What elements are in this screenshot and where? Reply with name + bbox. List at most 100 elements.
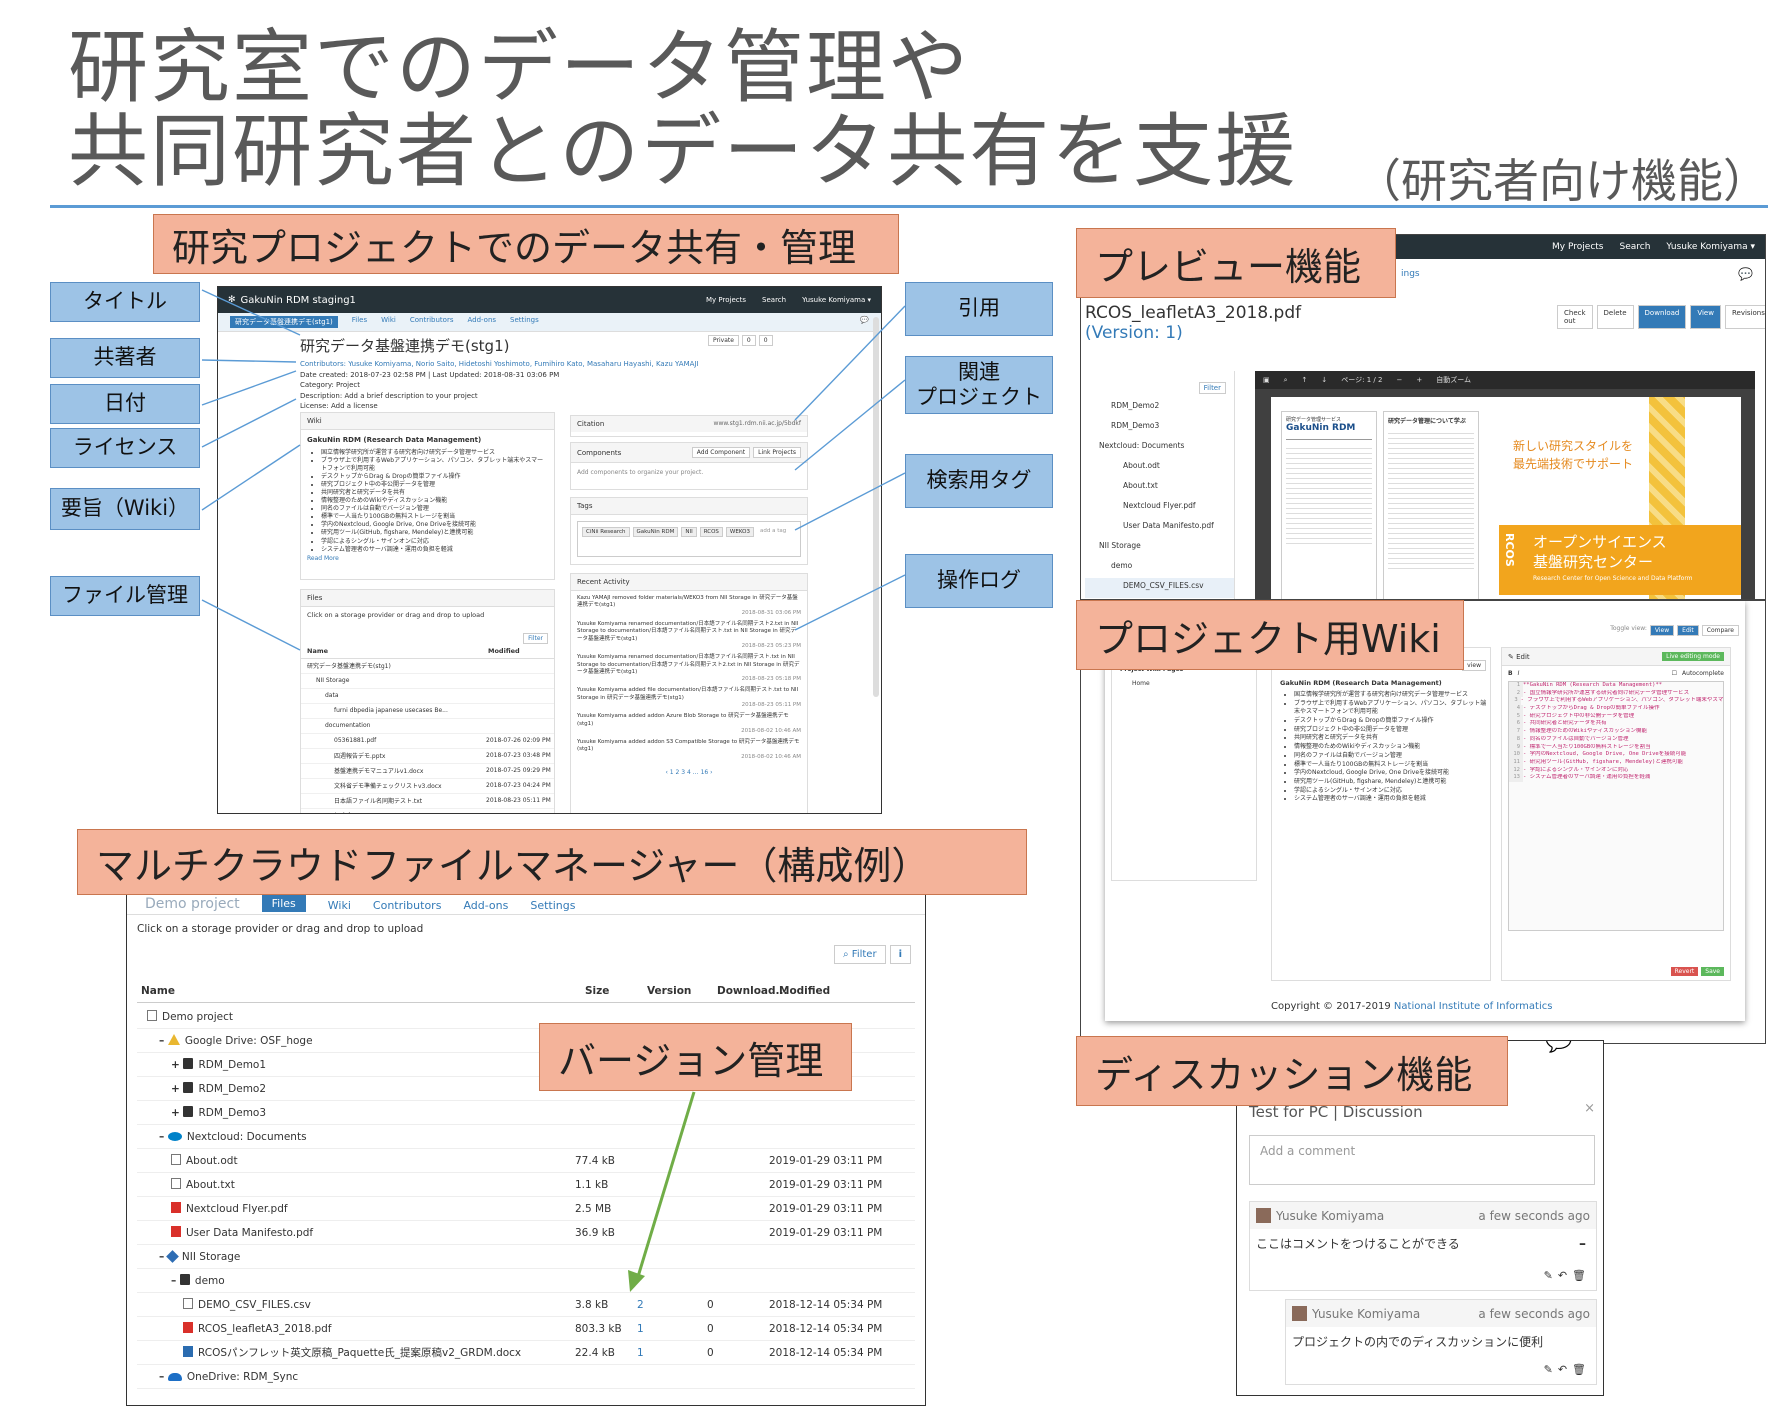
- zoom-in-icon[interactable]: +: [1416, 376, 1423, 384]
- add-component-button[interactable]: Add Component: [691, 447, 751, 458]
- preview-tree-item[interactable]: NII Storage: [1099, 541, 1141, 550]
- activity-pager[interactable]: ‹ 1 2 3 4 … 16 ›: [665, 768, 713, 776]
- mc-file-row[interactable]: – demo: [137, 1269, 915, 1293]
- pdf-prev-icon[interactable]: ↑: [1301, 376, 1308, 384]
- italic-icon[interactable]: I: [1517, 670, 1520, 677]
- files-row[interactable]: documentation: [301, 719, 554, 734]
- toggle-edit-button[interactable]: Edit: [1677, 625, 1699, 636]
- description-line[interactable]: Description: Add a brief description to …: [300, 391, 478, 400]
- tab-wiki[interactable]: Wiki: [381, 316, 396, 324]
- collapse-icon[interactable]: –: [1579, 1236, 1586, 1252]
- license-line[interactable]: License: Add a license: [300, 402, 378, 410]
- expand-toggle[interactable]: –: [159, 1250, 168, 1263]
- privacy-button[interactable]: Private: [708, 335, 739, 346]
- pdf-next-icon[interactable]: ↓: [1321, 376, 1328, 384]
- nav-user-menu[interactable]: Yusuke Komiyama ▾: [802, 296, 871, 304]
- edit-icon[interactable]: ✎: [1543, 1269, 1553, 1282]
- toggle-compare-button[interactable]: Compare: [1701, 625, 1739, 636]
- edit-icon[interactable]: ✎: [1543, 1363, 1553, 1376]
- mc-version[interactable]: 2: [637, 1298, 644, 1311]
- comments-icon[interactable]: 💬: [860, 316, 869, 324]
- editor-line[interactable]: 12- 学認によるシングル・サインオンに対応: [1509, 766, 1723, 775]
- bookmark-button[interactable]: 0: [758, 335, 773, 346]
- editor-line[interactable]: 8- 同名のファイルは自動でバージョン管理: [1509, 735, 1723, 744]
- comment-author[interactable]: Yusuke Komiyama: [1312, 1306, 1421, 1321]
- editor-line[interactable]: 13- システム管理者のサーバ調達・運用の負担を軽減: [1509, 774, 1723, 782]
- mc-file-row[interactable]: + RDM_Demo3: [137, 1101, 915, 1125]
- tag-chip[interactable]: RCOS: [699, 527, 723, 537]
- expand-toggle[interactable]: –: [159, 1130, 168, 1143]
- preview-filter-button[interactable]: Filter: [1198, 382, 1226, 394]
- preview-nav-search[interactable]: Search: [1619, 242, 1651, 252]
- mc-tab-wiki[interactable]: Wiki: [327, 899, 351, 912]
- delete-button[interactable]: Delete: [1596, 305, 1634, 329]
- preview-breadcrumb[interactable]: ings: [1401, 269, 1420, 279]
- view-button[interactable]: View: [1690, 305, 1721, 329]
- preview-tree-item[interactable]: Nextcloud: Documents: [1099, 441, 1185, 450]
- scrollbar[interactable]: [873, 317, 879, 697]
- editor-line[interactable]: 5- 研究プロジェクト中の非公開データを管理: [1509, 712, 1723, 721]
- files-row[interactable]: NII Storage: [301, 674, 554, 689]
- files-row[interactable]: data: [301, 689, 554, 704]
- live-editing-badge[interactable]: Live editing mode: [1662, 652, 1724, 661]
- mc-col-modified[interactable]: Modified: [779, 985, 831, 997]
- preview-chat-icon[interactable]: 💬: [1738, 267, 1753, 281]
- toggle-view-button[interactable]: View: [1649, 625, 1675, 636]
- pdf-page-indicator[interactable]: ページ: 1 / 2: [1341, 376, 1383, 384]
- citation-value[interactable]: www.stg1.rdm.nii.ac.jp/5bdkf: [713, 420, 801, 427]
- tab-addons[interactable]: Add-ons: [467, 316, 497, 324]
- expand-toggle[interactable]: +: [171, 1083, 184, 1095]
- mc-file-row[interactable]: – OneDrive: RDM_Sync: [137, 1365, 915, 1389]
- mc-file-row[interactable]: – NII Storage: [137, 1245, 915, 1269]
- files-col-name[interactable]: Name: [307, 646, 329, 655]
- tag-chip[interactable]: GakuNin RDM: [632, 527, 679, 537]
- checkout-button[interactable]: Check out: [1557, 305, 1593, 329]
- preview-nav-my-projects[interactable]: My Projects: [1552, 242, 1604, 252]
- zoom-out-icon[interactable]: −: [1396, 376, 1403, 384]
- mc-col-downloads[interactable]: Download...: [717, 985, 788, 997]
- tag-chip[interactable]: CiNii Research: [582, 527, 630, 537]
- revert-button[interactable]: Revert: [1670, 967, 1699, 976]
- copyright-link[interactable]: National Institute of Informatics: [1393, 1001, 1553, 1012]
- wiki-page-home[interactable]: Home: [1132, 680, 1150, 687]
- preview-tree-item[interactable]: RDM_Demo3: [1111, 421, 1160, 430]
- tab-settings[interactable]: Settings: [510, 316, 539, 324]
- preview-nav-user[interactable]: Yusuke Komiyama ▾: [1666, 242, 1755, 252]
- expand-toggle[interactable]: –: [159, 1035, 168, 1047]
- sidebar-toggle-icon[interactable]: ▣: [1263, 376, 1270, 384]
- editor-line[interactable]: 10- 学内のNextcloud, Google Drive, One Driv…: [1509, 751, 1723, 759]
- preview-tree-item[interactable]: RDM_Demo2: [1111, 401, 1160, 410]
- pdf-zoom-select[interactable]: 自動ズーム: [1436, 376, 1472, 384]
- mc-col-name[interactable]: Name: [141, 985, 175, 997]
- files-row[interactable]: materials: [301, 809, 554, 813]
- preview-tree-item[interactable]: User Data Manifesto.pdf: [1123, 521, 1214, 530]
- expand-toggle[interactable]: +: [171, 1107, 184, 1119]
- preview-tree-item[interactable]: About.txt: [1123, 481, 1158, 490]
- mc-tab-files[interactable]: Files: [261, 895, 306, 912]
- brand[interactable]: GakuNin RDM staging1: [240, 294, 356, 306]
- editor-line[interactable]: 3- ブラウザ上で利用するWebアプリケーション、パソコン、タブレット端末やスマ…: [1509, 697, 1723, 706]
- mc-tab-addons[interactable]: Add-ons: [463, 899, 509, 912]
- link-projects-button[interactable]: Link Projects: [753, 447, 801, 458]
- tab-contributors[interactable]: Contributors: [409, 316, 454, 324]
- mc-version[interactable]: 1: [637, 1322, 644, 1335]
- mc-tab-contributors[interactable]: Contributors: [372, 899, 442, 912]
- mc-file-row[interactable]: + RDM_Demo1: [137, 1053, 915, 1077]
- autocomplete-checkbox[interactable]: ☐: [1671, 670, 1678, 677]
- mc-project-tab[interactable]: Demo project: [145, 896, 240, 912]
- mc-col-version[interactable]: Version: [647, 985, 692, 997]
- editor-line[interactable]: 6- 共同研究者と研究データを共有: [1509, 720, 1723, 729]
- nav-search[interactable]: Search: [762, 296, 787, 304]
- editor-line[interactable]: 9- 標準で一人当たり100GBの無料ストレージを割当: [1509, 743, 1723, 752]
- download-button[interactable]: Download: [1637, 305, 1687, 329]
- editor-line[interactable]: 4- デスクトップからDrag & Dropの簡単ファイル操作: [1509, 705, 1723, 713]
- editor-line[interactable]: 2- 国立情報学研究所が運営する研究者向け研究データ管理サービス: [1509, 689, 1723, 698]
